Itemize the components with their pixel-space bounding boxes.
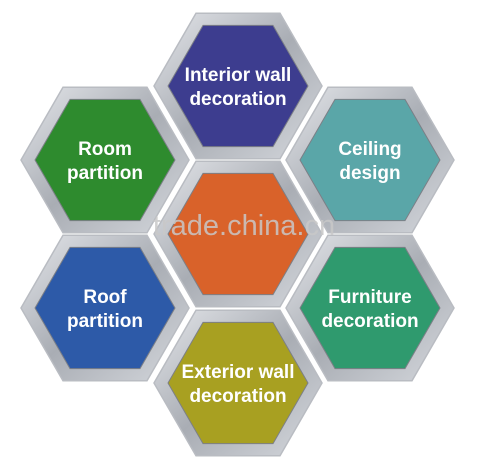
hexagon-label: partition (67, 311, 143, 332)
hexagon-fill (167, 321, 309, 445)
hexagon-exterior-wall: Exterior wall decoration (153, 309, 323, 457)
hexagon-fill (34, 246, 176, 370)
hexagon-label: Room (78, 139, 132, 160)
hexagon-label: decoration (321, 311, 418, 332)
hexagon-label: partition (67, 163, 143, 184)
hexagon-label: Interior wall (185, 65, 292, 86)
hexagon-label: Furniture (328, 287, 411, 308)
watermark-text: trade.china.cn (153, 210, 335, 242)
hexagon-label: decoration (189, 89, 286, 110)
hexagon-center (153, 160, 323, 308)
hexagon-label: Ceiling (338, 139, 401, 160)
hexagon-fill (167, 172, 309, 296)
hexagon-fill (299, 98, 441, 222)
hexagon-label: Exterior wall (182, 362, 295, 383)
hexagon-fill (167, 24, 309, 148)
hexagon-fill (299, 246, 441, 370)
hexagon-roof-partition: Roof partition (20, 234, 190, 382)
hexagon-label: decoration (189, 386, 286, 407)
hexagon-fill (34, 98, 176, 222)
hexagon-interior-wall: Interior wall decoration (153, 12, 323, 160)
hexagon-room-partition: Room partition (20, 86, 190, 234)
hexagon-furniture-decoration: Furniture decoration (285, 234, 455, 382)
hexagon-ceiling-design: Ceiling design (285, 86, 455, 234)
hexagon-label: design (339, 163, 400, 184)
hexagon-label: Roof (83, 287, 127, 308)
